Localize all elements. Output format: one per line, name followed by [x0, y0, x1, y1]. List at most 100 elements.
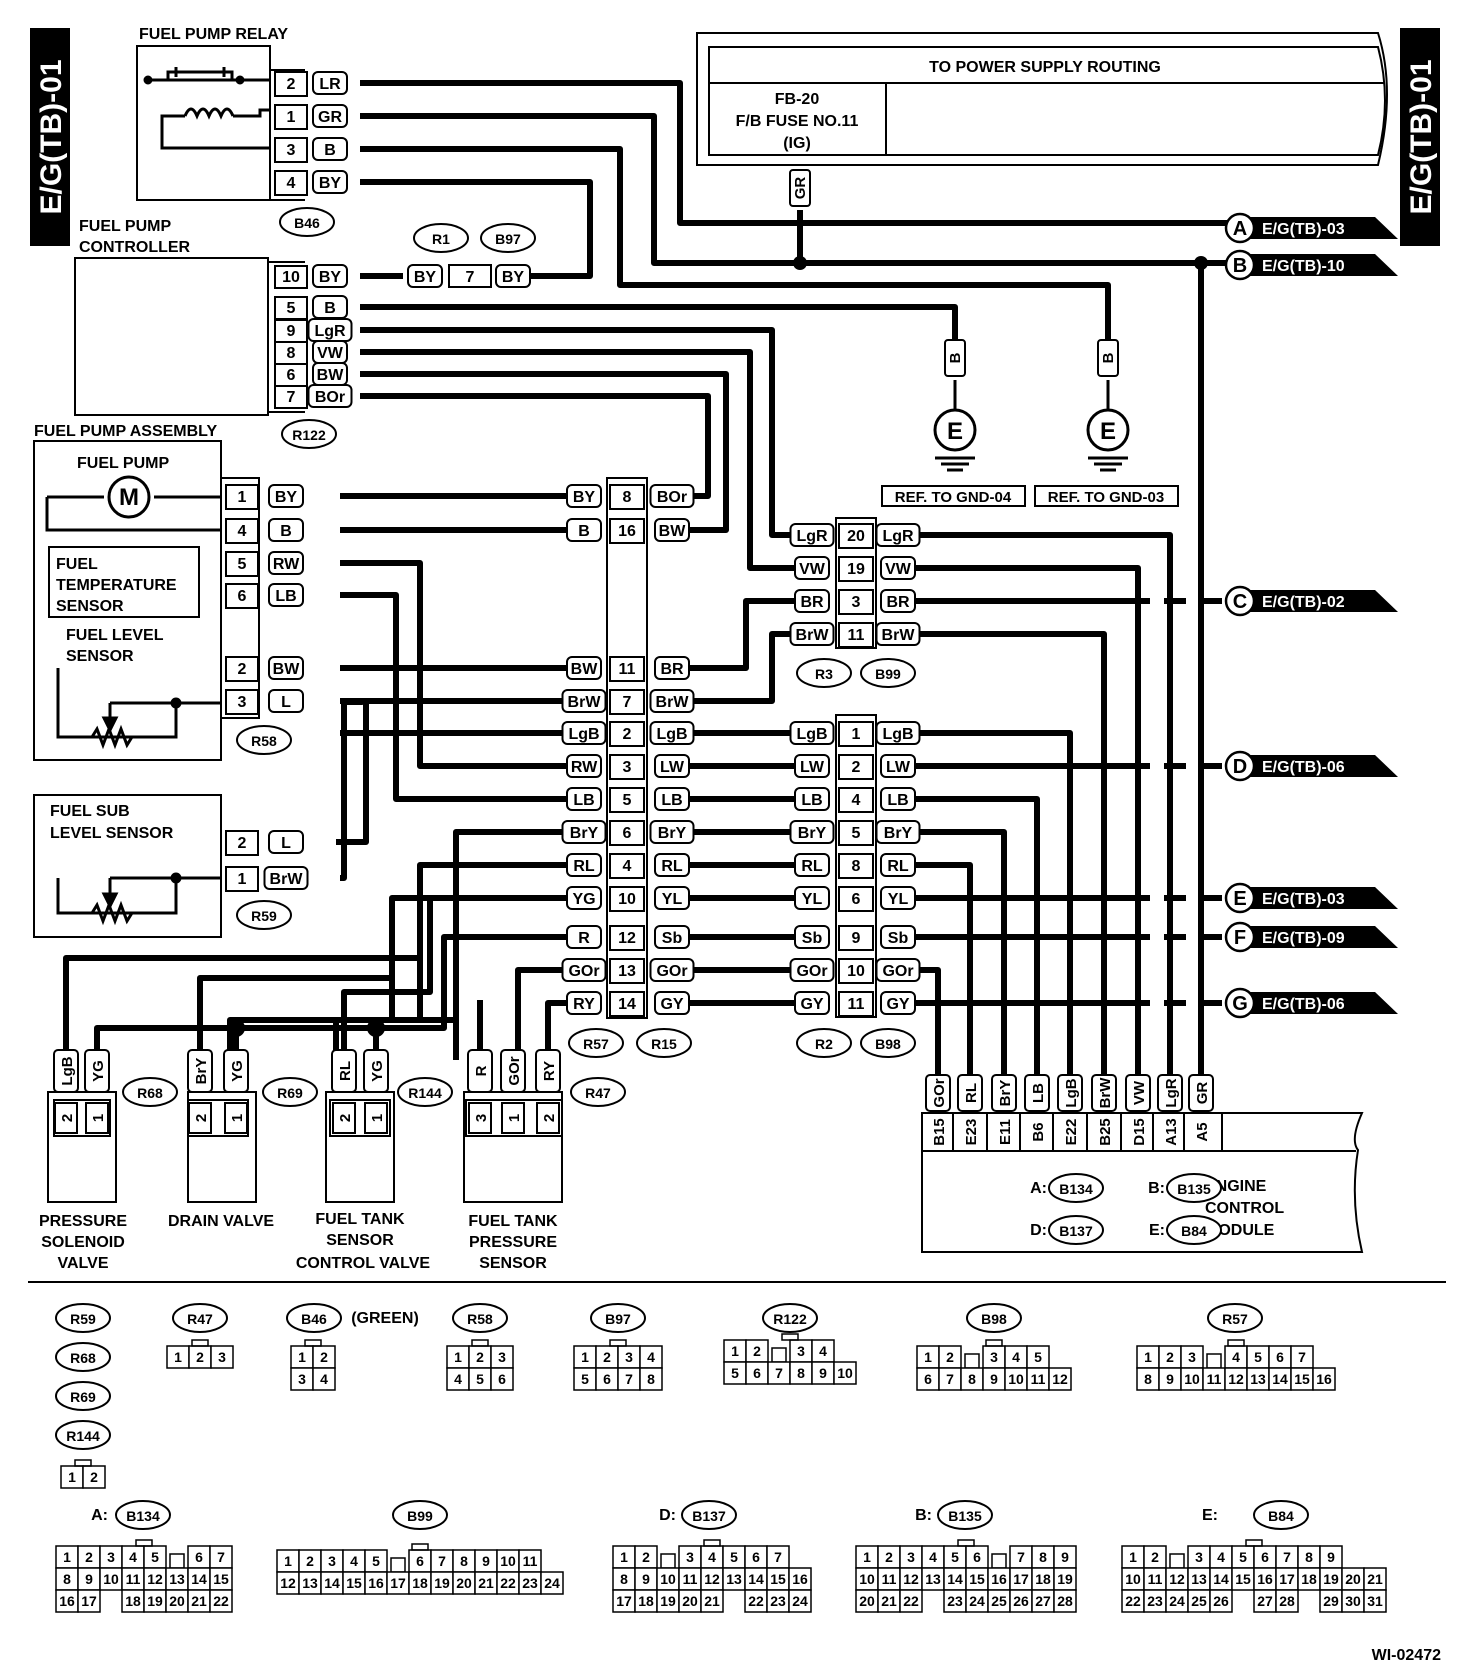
ecm-wire-brw: BrW	[1097, 1077, 1114, 1109]
r2-left-wire: BrY	[798, 825, 827, 842]
valve-wire-tag	[535, 1049, 561, 1093]
offpage-letter: C	[1233, 591, 1247, 613]
r57-left-wire-tag	[566, 518, 602, 542]
face-pin: 7	[775, 1365, 783, 1381]
r57-pin-box	[609, 820, 645, 846]
r2-left-wire-tag	[789, 820, 835, 844]
face-latch	[471, 1339, 489, 1347]
r57-left-wire: YG	[572, 891, 595, 908]
face-pin: 19	[1323, 1571, 1339, 1587]
face-pin: 12	[704, 1571, 720, 1587]
power-supply-box	[696, 32, 1388, 166]
sub-label-2: LEVEL SENSOR	[50, 825, 174, 842]
r57-left-wire-tag	[566, 991, 602, 1015]
r3-left-wire-tag	[794, 556, 830, 580]
r15-right-wire: BR	[660, 661, 684, 678]
face-pin: 23	[522, 1575, 538, 1591]
r2-pin-box	[838, 754, 874, 780]
r15-right-wire: BOr	[657, 489, 687, 506]
face-cell	[1275, 1589, 1299, 1613]
legend-prefix-d: D:	[659, 1507, 676, 1524]
valve-pin-number: 2	[59, 1114, 76, 1122]
face-pin: 6	[416, 1553, 424, 1569]
r15-right-wire-tag	[649, 721, 695, 745]
r57-left-wire: BrY	[570, 825, 599, 842]
b97-wire: BY	[502, 269, 525, 286]
face-pin: 6	[195, 1549, 203, 1565]
r15-right-wire-tag	[654, 656, 690, 680]
controller-pin-number: 5	[287, 300, 296, 317]
b98-right-wire: BrY	[884, 825, 913, 842]
r2-left-wire: RL	[801, 858, 823, 875]
face-pin: 12	[280, 1575, 296, 1591]
face-pin: 17	[1279, 1571, 1295, 1587]
face-pin: 4	[454, 1371, 462, 1387]
r57-pin-number: 6	[623, 825, 632, 842]
pump-label: FUEL PUMP	[77, 455, 169, 472]
face-pin: 6	[498, 1371, 506, 1387]
face-pin: 10	[1184, 1371, 1200, 1387]
ecm-pin-a13: A13	[1163, 1118, 1180, 1146]
offpage-letter: D	[1233, 756, 1247, 778]
face-pin: 3	[107, 1549, 115, 1565]
legend-b135: B135	[948, 1508, 982, 1524]
face-pin: 24	[544, 1575, 560, 1591]
face-pin: 11	[523, 1553, 538, 1569]
r2-pin-number: 8	[852, 858, 861, 875]
face-pin: 4	[647, 1349, 655, 1365]
face-pin: 14	[324, 1575, 340, 1591]
assembly-wire-rw-tag	[268, 551, 304, 575]
r2-left-wire: GY	[800, 996, 823, 1013]
face-pin: 17	[1013, 1571, 1029, 1587]
b98-right-wire: GY	[886, 996, 909, 1013]
side-tab-right: E/G(TB)-01	[1400, 28, 1440, 246]
face-pin: 1	[68, 1469, 76, 1485]
face-pin: 2	[90, 1469, 98, 1485]
face-pin: 16	[368, 1575, 384, 1591]
face-latch	[135, 1539, 153, 1547]
ground-symbols	[933, 380, 1130, 472]
face-pin: 25	[991, 1593, 1007, 1609]
r1b97-pin: 7	[466, 269, 475, 286]
face-pin: 15	[213, 1571, 229, 1587]
connector-r57-outline	[568, 1028, 624, 1058]
r2-pin-number: 2	[852, 759, 861, 776]
sub-wire-l-tag	[268, 830, 304, 854]
relay-pin-number: 3	[287, 142, 296, 159]
relay-wire-gr-tag	[312, 104, 348, 128]
face-latch	[703, 1539, 721, 1547]
face-pin: 19	[434, 1575, 450, 1591]
b99-right-wire: LgR	[882, 528, 914, 545]
face-latch	[1227, 1339, 1245, 1347]
face-pin: 24	[969, 1593, 985, 1609]
face-pin: 6	[1261, 1549, 1269, 1565]
r2-pin-box	[838, 991, 874, 1017]
ftps-label-3: SENSOR	[479, 1255, 547, 1272]
ecm-pin-a5: A5	[1194, 1122, 1211, 1141]
r2-pin-number: 11	[848, 996, 865, 1013]
face-pin: 13	[925, 1571, 941, 1587]
r2-pin-number: 4	[852, 792, 861, 809]
offpage-arrow	[1250, 590, 1398, 612]
assembly-wire-b: B	[280, 523, 292, 540]
ecm-pin-b25: B25	[1097, 1118, 1114, 1146]
face-pin: 2	[753, 1343, 761, 1359]
face-pin: 18	[638, 1593, 654, 1609]
offpage-ref: E/G(TB)-06	[1262, 759, 1345, 776]
face-pin: 1	[1129, 1549, 1137, 1565]
face-pin: 27	[1035, 1593, 1051, 1609]
face-pin: 11	[126, 1571, 141, 1587]
assembly-pin-box	[225, 518, 259, 544]
ecm-legend-b137: B137	[1059, 1223, 1093, 1239]
face-pin: 16	[991, 1571, 1007, 1587]
face-pin: 5	[1239, 1549, 1247, 1565]
face-latch	[74, 1459, 92, 1467]
r3-left-wire-tag	[789, 523, 835, 547]
r2-left-wire: Sb	[802, 930, 823, 947]
controller-pin-number: 6	[287, 367, 296, 384]
face-pin: 11	[882, 1571, 897, 1587]
sub-pin-box	[225, 866, 259, 892]
valve-pin-number: 2	[337, 1114, 354, 1122]
